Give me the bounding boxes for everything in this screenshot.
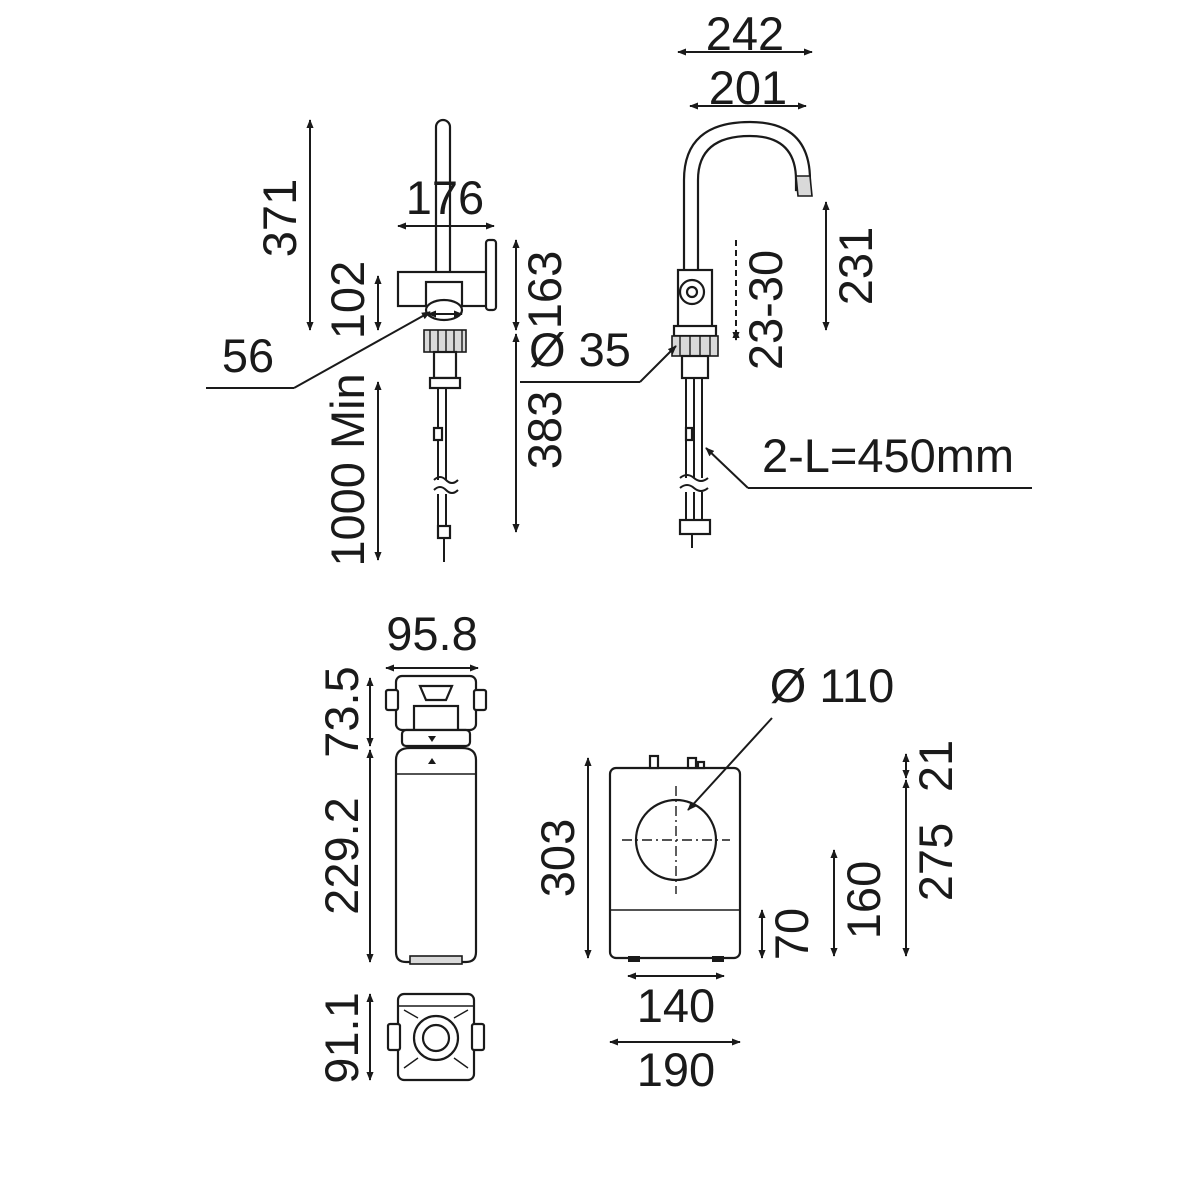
dim-242: 242 <box>706 7 784 60</box>
tap-front-view <box>671 120 813 548</box>
dim-383: 383 <box>518 391 571 469</box>
dim-102: 102 <box>321 261 374 339</box>
dim-23-30: 23-30 <box>739 250 792 370</box>
dim-140: 140 <box>637 979 715 1032</box>
dim-73-5: 73.5 <box>315 666 368 757</box>
filter-dimensions: 95.8 73.5 229.2 91.1 <box>315 607 479 1084</box>
dim-diameter-110: Ø 110 <box>770 659 895 712</box>
tank-dimensions: Ø 110 303 21 275 160 70 140 190 <box>531 659 962 1096</box>
dim-21: 21 <box>909 740 962 792</box>
dim-201: 201 <box>709 61 787 114</box>
dim-176: 176 <box>406 171 484 224</box>
dim-1000-min: 1000 Min <box>321 373 374 566</box>
dim-diameter-35: Ø 35 <box>529 323 631 376</box>
dim-163: 163 <box>518 251 571 329</box>
dim-231: 231 <box>829 227 882 305</box>
dim-hose-length: 2-L=450mm <box>762 429 1014 482</box>
dim-229-2: 229.2 <box>315 797 368 915</box>
dim-303: 303 <box>531 819 584 897</box>
filter-top-view <box>386 992 486 1082</box>
filter-front-view <box>384 674 488 965</box>
dim-190: 190 <box>637 1043 715 1096</box>
front-view-dimensions: 242 201 231 23-30 Ø 35 2-L=450mm <box>520 7 1032 489</box>
dim-95-8: 95.8 <box>386 607 477 660</box>
dim-160: 160 <box>837 861 890 939</box>
tap-side-view <box>396 118 498 562</box>
dim-91-1: 91.1 <box>315 992 368 1083</box>
side-view-dimensions: 371 176 102 163 56 383 1000 Min <box>206 119 571 567</box>
dim-56: 56 <box>222 329 274 382</box>
dim-70: 70 <box>765 908 818 960</box>
dim-275: 275 <box>909 823 962 901</box>
tank-front-view <box>608 754 742 962</box>
dim-371: 371 <box>253 179 306 257</box>
